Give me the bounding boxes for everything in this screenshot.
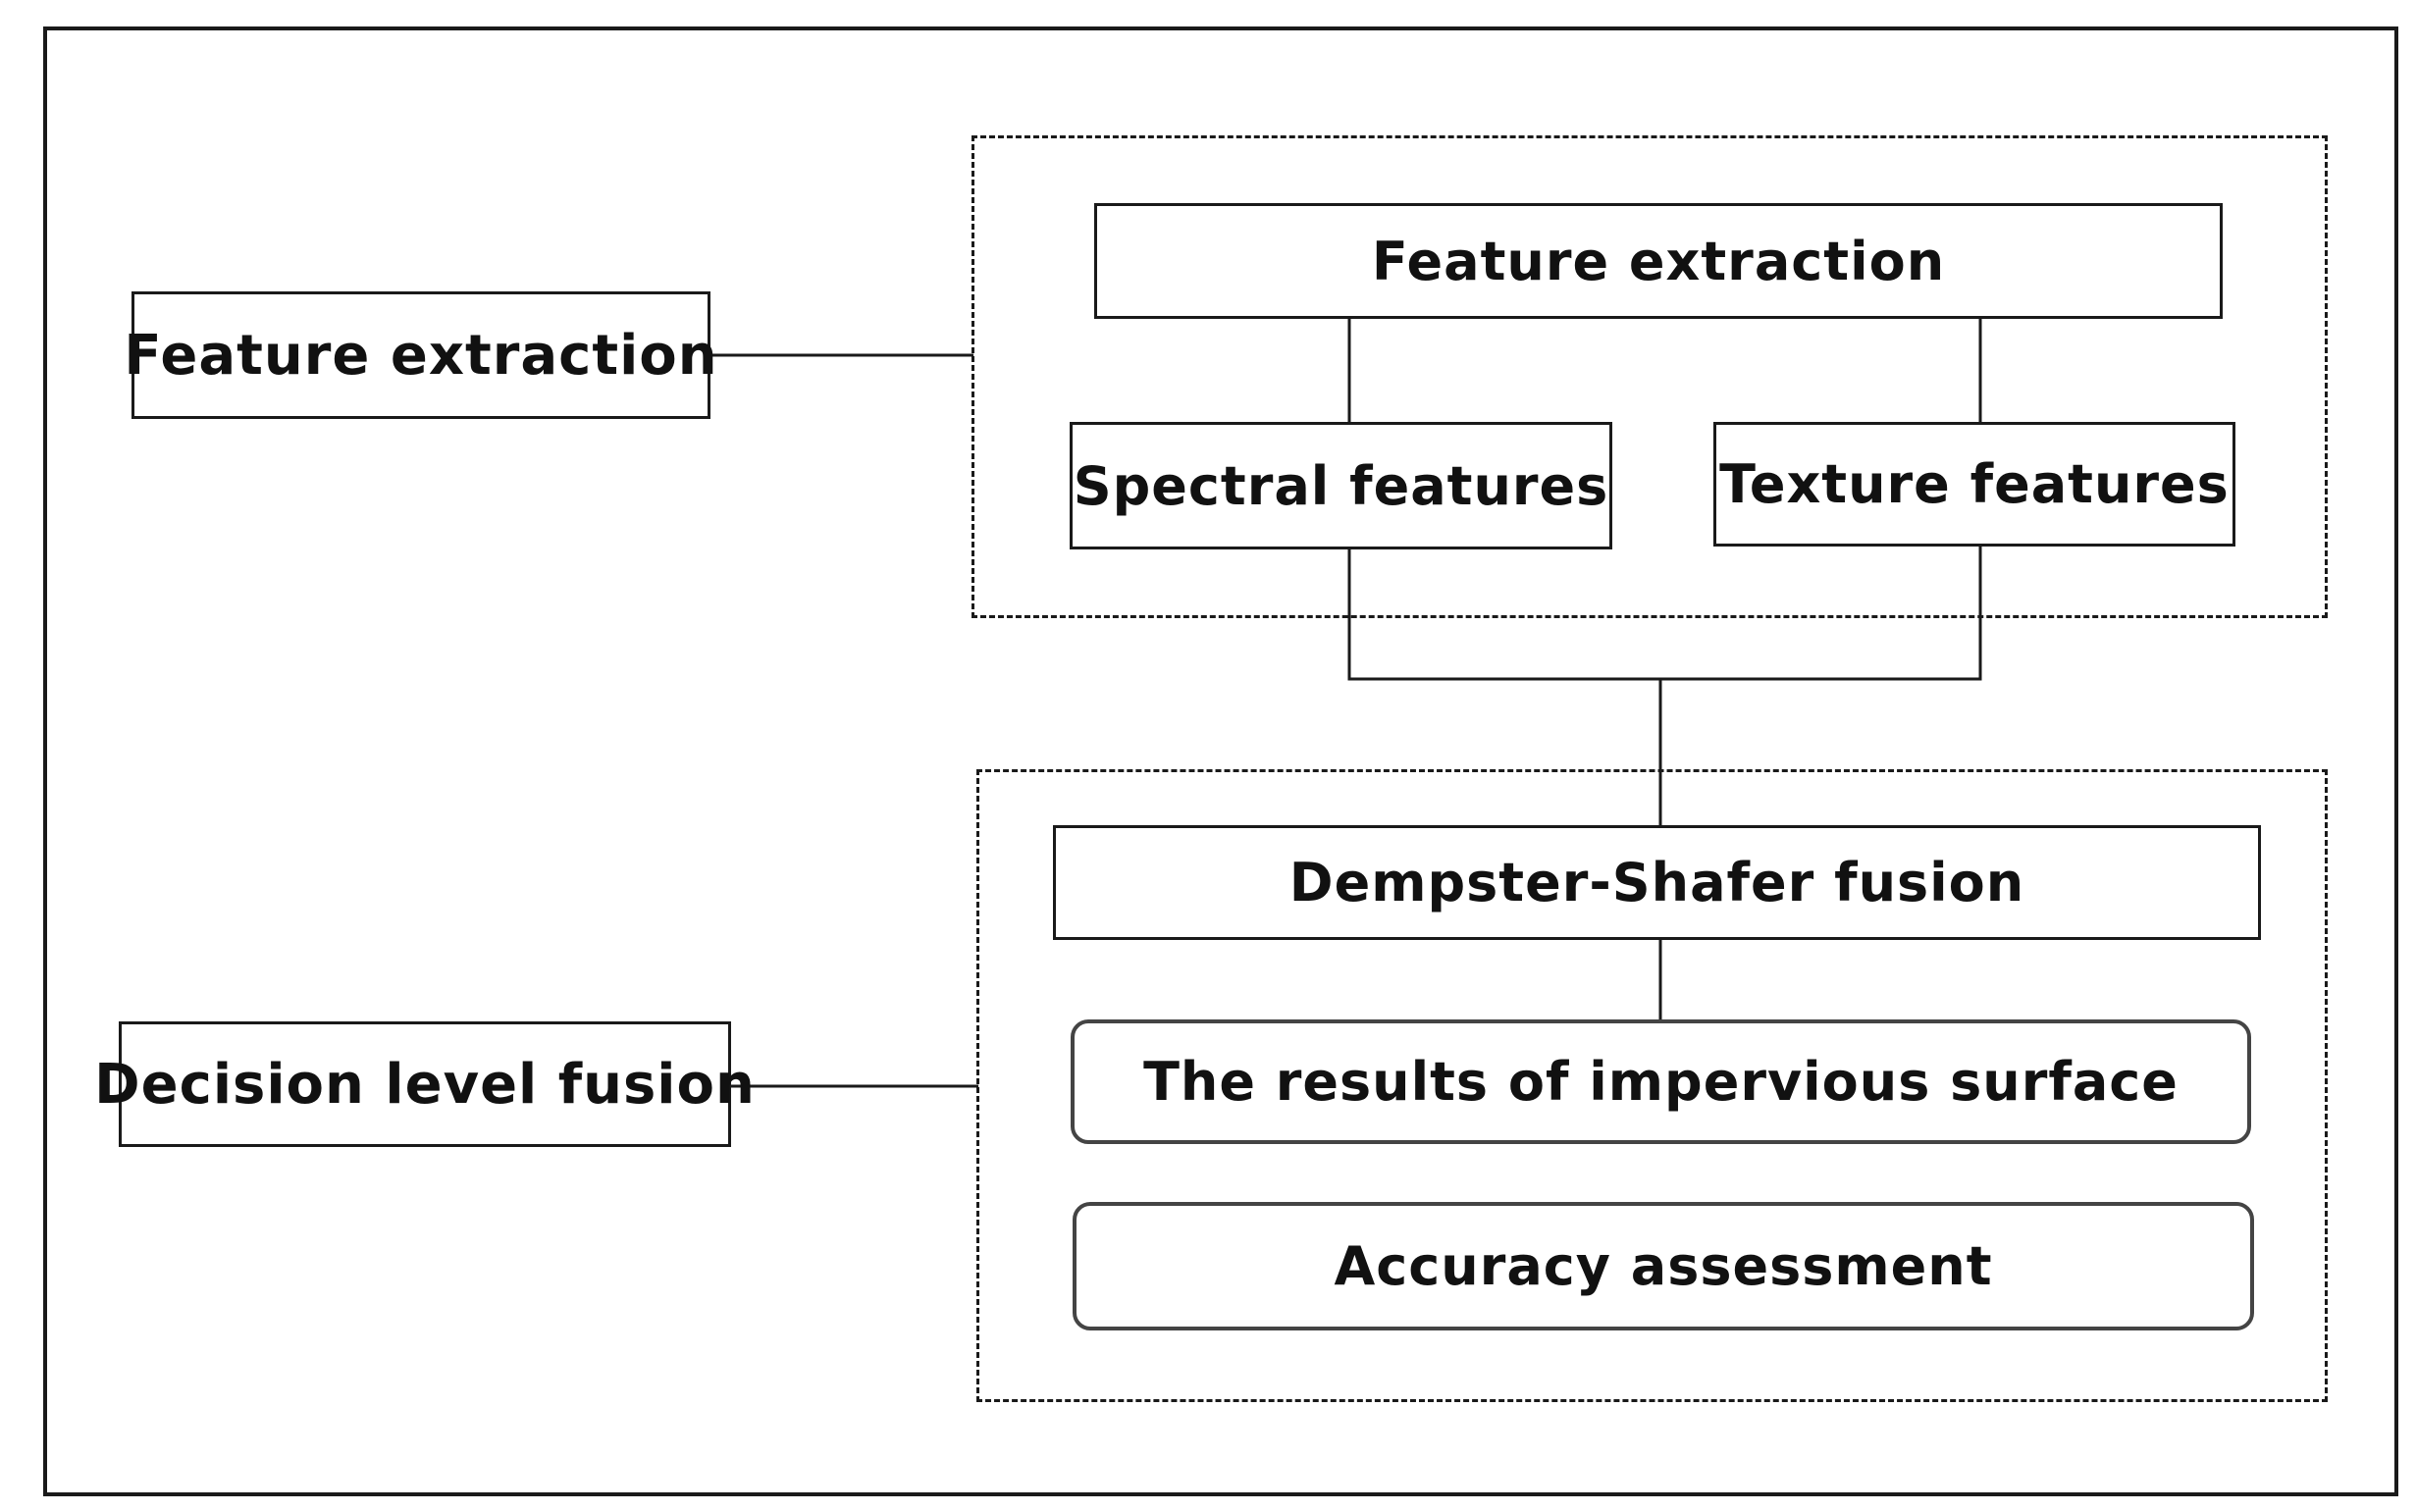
- dempster-shafer-fusion-box: Dempster-Shafer fusion: [1053, 825, 2261, 940]
- decision-level-fusion-label: Decision level fusion: [94, 1021, 755, 1147]
- texture-features-box: Texture features: [1713, 422, 2235, 547]
- feature-extraction-label: Feature extraction: [124, 291, 717, 419]
- outer-frame: [43, 26, 2398, 1496]
- feature-extraction-title-box: Feature extraction: [1094, 203, 2223, 319]
- impervious-surface-results-box: The results of impervious surface: [1071, 1019, 2251, 1144]
- spectral-features-box: Spectral features: [1070, 422, 1612, 549]
- accuracy-assessment-box: Accuracy assessment: [1073, 1202, 2254, 1330]
